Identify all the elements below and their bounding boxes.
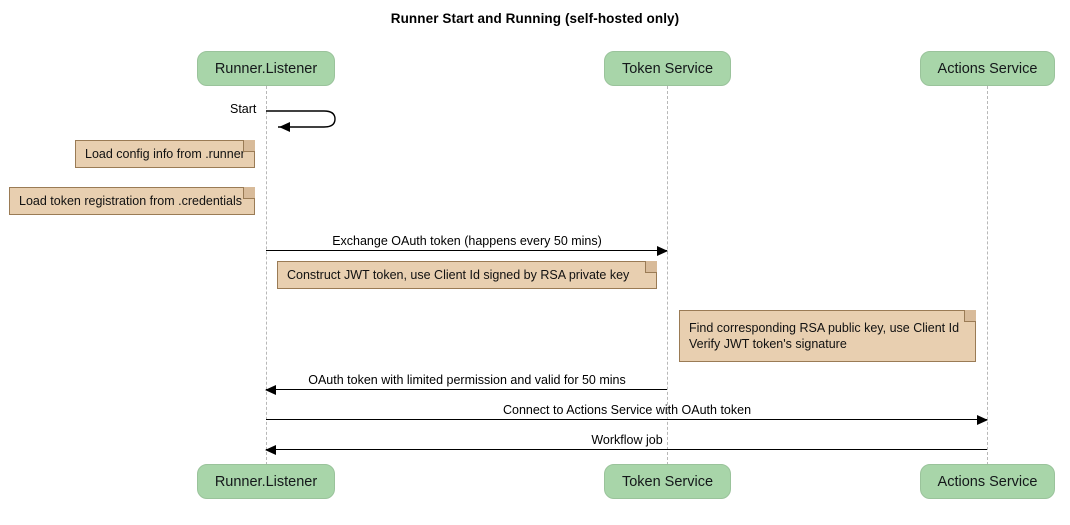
participant-actions-top[interactable]: Actions Service	[920, 51, 1055, 86]
self-loop-arrow-icon	[266, 110, 336, 132]
note-text: Load config info from .runner	[85, 147, 245, 161]
participant-label: Actions Service	[937, 473, 1038, 490]
lifeline-runner	[266, 86, 267, 465]
message-label-oauth-return: OAuth token with limited permission and …	[308, 373, 626, 387]
note-construct-jwt: Construct JWT token, use Client Id signe…	[277, 261, 657, 289]
note-load-config: Load config info from .runner	[75, 140, 255, 168]
participant-token-bottom[interactable]: Token Service	[604, 464, 731, 499]
message-workflow-job[interactable]	[265, 445, 987, 455]
arrowhead-left-icon	[265, 385, 276, 395]
arrowhead-left-icon	[265, 445, 276, 455]
message-label-workflow-job: Workflow job	[591, 433, 663, 447]
note-text: Load token registration from .credential…	[19, 194, 243, 208]
lifeline-token	[667, 86, 668, 465]
note-text: Construct JWT token, use Client Id signe…	[287, 268, 630, 282]
participant-actions-bottom[interactable]: Actions Service	[920, 464, 1055, 499]
message-label-exchange-oauth: Exchange OAuth token (happens every 50 m…	[332, 234, 602, 248]
arrowhead-right-icon	[977, 415, 988, 425]
participant-token-top[interactable]: Token Service	[604, 51, 731, 86]
participant-runner-bottom[interactable]: Runner.Listener	[197, 464, 335, 499]
participant-label: Runner.Listener	[214, 473, 318, 490]
lifeline-actions	[987, 86, 988, 465]
note-fold-icon	[964, 310, 976, 322]
message-label-start: Start	[230, 102, 257, 116]
note-load-token-registration: Load token registration from .credential…	[9, 187, 255, 215]
message-oauth-return[interactable]	[265, 385, 667, 395]
message-connect-actions[interactable]	[266, 415, 988, 425]
message-start[interactable]	[266, 107, 346, 138]
message-exchange-oauth[interactable]	[266, 246, 668, 256]
participant-label: Token Service	[621, 473, 714, 490]
arrowhead-right-icon	[657, 246, 668, 256]
participant-label: Token Service	[621, 60, 714, 77]
page-title: Runner Start and Running (self-hosted on…	[390, 11, 680, 26]
note-verify-jwt: Find corresponding RSA public key, use C…	[679, 310, 976, 362]
note-fold-icon	[243, 187, 255, 199]
participant-runner-top[interactable]: Runner.Listener	[197, 51, 335, 86]
message-label-connect-actions: Connect to Actions Service with OAuth to…	[502, 403, 752, 417]
note-fold-icon	[645, 261, 657, 273]
note-text: Find corresponding RSA public key, use C…	[689, 321, 960, 351]
participant-label: Runner.Listener	[214, 60, 318, 77]
participant-label: Actions Service	[937, 60, 1038, 77]
note-fold-icon	[243, 140, 255, 152]
